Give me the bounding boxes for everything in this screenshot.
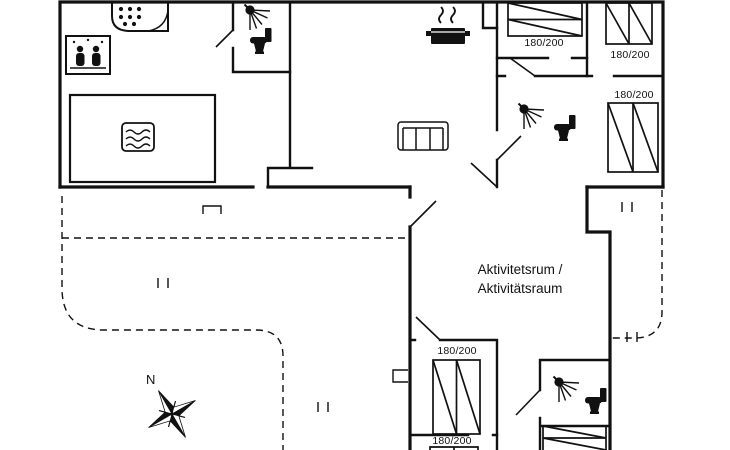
shower-icon (243, 3, 271, 31)
bed-size-label: 180/200 (432, 435, 472, 447)
bed-icon-top-middle (507, 2, 583, 37)
pool-icon (68, 93, 217, 184)
compass-rose-icon (148, 390, 196, 438)
sofa-icon (397, 121, 449, 151)
bed-size-label: 180/200 (614, 89, 654, 101)
water-wave-icon (125, 129, 151, 149)
toilet-icon (250, 28, 272, 54)
activity-room-label-line1: Aktivitetsrum / (477, 262, 563, 277)
steam-icon (438, 6, 456, 24)
north-label: N (146, 372, 156, 387)
toilet-icon (554, 115, 576, 141)
activity-room-label: Aktivitetsrum / Aktivitätsraum (478, 260, 563, 298)
bed-size-label: 180/200 (610, 49, 650, 61)
outdoor-marks (157, 202, 638, 412)
bed-size-label: 180/200 (524, 37, 564, 49)
toilet-icon (585, 388, 607, 414)
activity-room-label-line2: Aktivitätsraum (477, 281, 563, 296)
hot-tub-icon (111, 3, 169, 32)
bed-icon-bottom-right (542, 425, 607, 450)
bed-size-label: 180/200 (437, 345, 477, 357)
interior-walls (231, 0, 665, 450)
bed-icon-top-right (605, 2, 653, 45)
terrace-outline (61, 190, 663, 450)
shower-icon (517, 102, 545, 130)
bed-icon-bottom-upper (432, 359, 481, 435)
sauna-icon (65, 35, 111, 75)
exterior-walls (58, 0, 665, 450)
door-leaves (215, 29, 541, 416)
bed-icon-right (607, 102, 659, 173)
shower-icon (552, 375, 580, 403)
cooking-pot-icon (426, 6, 470, 44)
